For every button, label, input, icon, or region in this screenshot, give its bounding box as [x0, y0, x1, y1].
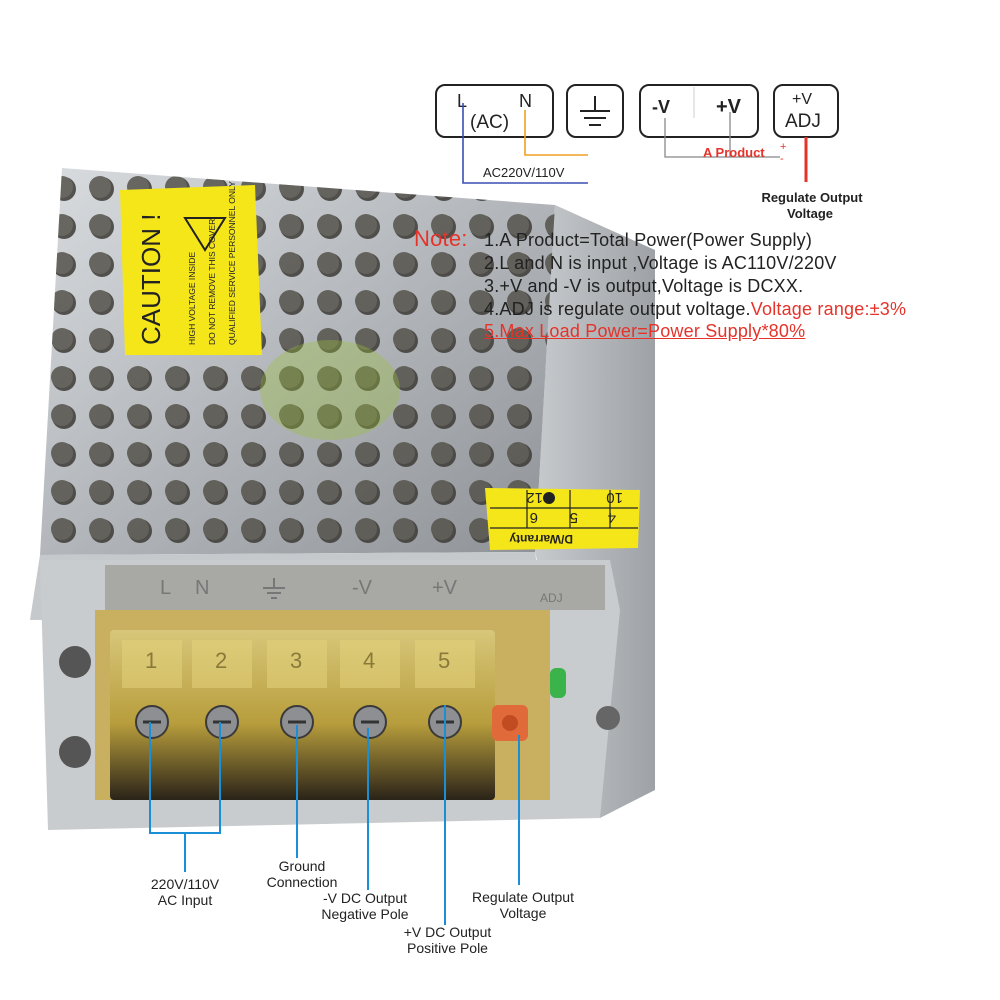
embossed-label: +V [432, 577, 458, 599]
caution-line-1: HIGH VOLTAGE INSIDE [187, 251, 197, 345]
regulate-line-1: Regulate Output [472, 889, 574, 905]
caution-line-3: QUALIFIED SERVICE PERSONNEL ONLY [227, 181, 237, 345]
adj-bottom-label: ADJ [785, 111, 821, 132]
warranty-cell: 6 [530, 509, 538, 526]
note-line-5: 5.Max Load Power=Power Supply*80% [484, 321, 806, 341]
neg-output-line-2: Negative Pole [321, 906, 409, 922]
minus-mark: - [780, 153, 784, 165]
warranty-mark [543, 492, 555, 504]
ac-voltage-label: AC220V/110V [483, 165, 565, 180]
ac-label: (AC) [470, 112, 509, 133]
caution-sticker: CAUTION ! HIGH VOLTAGE INSIDE DO NOT REM… [120, 181, 262, 355]
led-indicator [550, 668, 566, 698]
terminal-screws: 1 2 3 4 5 [122, 640, 475, 739]
ground-line-1: Ground [278, 858, 326, 874]
dc-neg-label: -V [652, 97, 670, 117]
plus-mark: + [780, 141, 786, 153]
mount-screw [59, 736, 91, 768]
warranty-title: D/Warranty [509, 532, 573, 546]
warranty-cell: 10 [606, 489, 623, 506]
pos-output-line-1: +V DC Output [403, 924, 492, 940]
caution-line-2: DO NOT REMOVE THIS COVER [207, 219, 217, 345]
embossed-ground-icon [263, 578, 285, 599]
terminal-number: 2 [215, 648, 227, 673]
ac-n-label: N [519, 91, 532, 111]
ac-input-box [435, 84, 554, 138]
callout-lines [149, 705, 520, 925]
regulate-callout: Regulate Output Voltage [458, 889, 588, 921]
ac-input-line-1: 220V/110V [150, 876, 220, 892]
note-line-4: 4.ADJ is regulate output voltage.Voltage… [484, 299, 906, 320]
warranty-sticker: D/Warranty 4 5 6 10 12 [485, 488, 640, 550]
ground-callout: Ground Connection [242, 858, 362, 890]
embossed-label: N [195, 577, 209, 599]
ac-input-callout: 220V/110V AC Input [125, 876, 245, 908]
mount-screw [59, 646, 91, 678]
warranty-cell: 4 [608, 509, 616, 526]
regulate-line-2: Voltage [499, 905, 547, 921]
terminal-number: 5 [438, 648, 450, 673]
terminal-number: 4 [363, 648, 375, 673]
regulate-top-label: Voltage [787, 206, 833, 221]
terminal-cover [340, 640, 400, 688]
note-line-4-text: 4.ADJ is regulate output voltage. [484, 299, 751, 319]
note-line-3: 3.+V and -V is output,Voltage is DCXX. [484, 276, 804, 296]
a-product-label: A Product [703, 145, 765, 160]
terminal-number: 1 [145, 648, 157, 673]
warranty-cell: 5 [570, 509, 578, 526]
note-label: Note: [414, 226, 468, 251]
embossed-label: -V [352, 577, 373, 599]
embossed-label: L [160, 577, 171, 599]
pos-output-line-2: Positive Pole [407, 940, 488, 956]
note-line-1: 1.A Product=Total Power(Power Supply) [484, 230, 813, 250]
pos-output-callout: +V DC Output Positive Pole [380, 924, 515, 956]
adj-top-label: +V [792, 91, 812, 108]
terminal-cover [415, 640, 475, 688]
embossed-labels: L N -V +V ADJ [160, 577, 563, 605]
note-line-2: 2.L and N is input ,Voltage is AC110V/22… [484, 253, 837, 273]
dc-pos-label: +V [716, 96, 742, 118]
neg-output-callout: -V DC Output Negative Pole [300, 890, 430, 922]
ac-l-label: L [457, 91, 467, 111]
terminal-cover [192, 640, 252, 688]
ground-line-2: Connection [266, 874, 338, 890]
neg-output-line-1: -V DC Output [322, 890, 408, 906]
dc-output-box [639, 84, 759, 138]
ground-icon [580, 96, 610, 126]
warranty-cell: 12 [526, 489, 543, 506]
mount-screw [596, 706, 620, 730]
regulate-top-label: Regulate Output [761, 190, 863, 205]
voltage-range-text: Voltage range:±3% [750, 299, 907, 319]
terminal-cover [122, 640, 182, 688]
caution-title: CAUTION ! [136, 214, 166, 345]
embossed-label: ADJ [540, 591, 563, 605]
terminal-diagram: L N (AC) AC220V/110V -V +V A Product + -… [435, 84, 863, 221]
ac-input-line-2: AC Input [157, 892, 213, 908]
terminal-cover [267, 640, 327, 688]
terminal-number: 3 [290, 648, 302, 673]
